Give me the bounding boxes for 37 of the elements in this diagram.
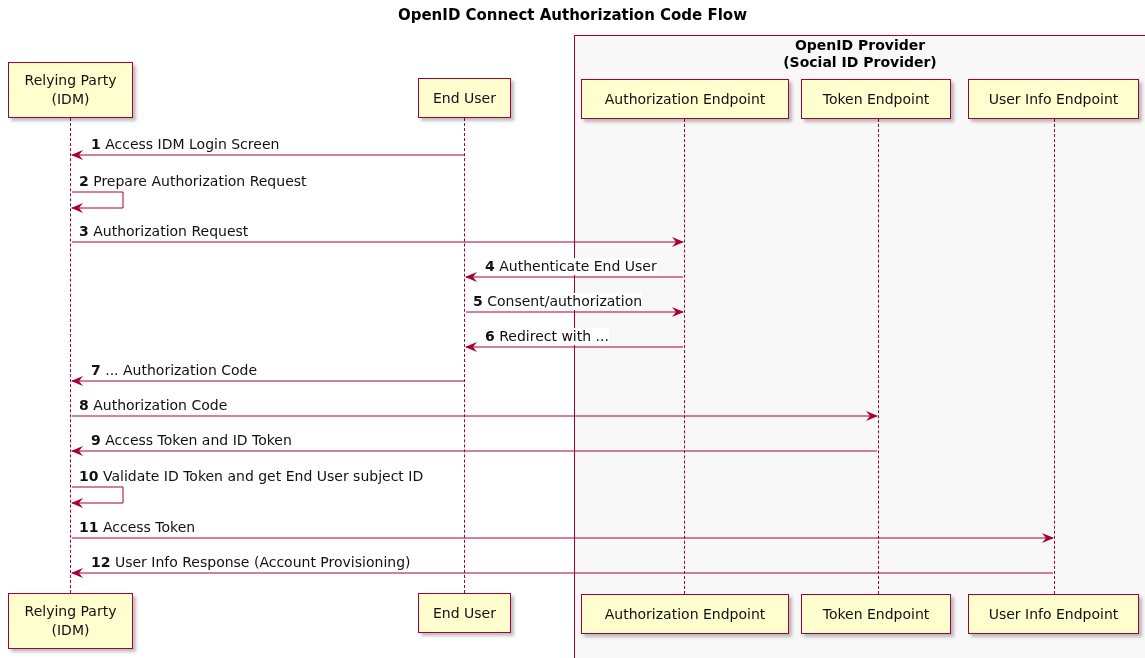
message-arrow (465, 272, 684, 282)
lifeline (70, 118, 72, 593)
lifeline (1054, 119, 1056, 594)
message-label: 5 Consent/authorization (473, 293, 643, 310)
participant-box: Authorization Endpoint (581, 79, 789, 119)
message-arrow (71, 376, 465, 386)
participant-box: Authorization Endpoint (581, 594, 789, 634)
message-arrow (71, 191, 124, 213)
group-title: OpenID Provider (Social ID Provider) (782, 37, 938, 71)
message-arrow (71, 486, 124, 508)
participant-box: Relying Party (IDM) (8, 593, 133, 649)
message-label: 6 Redirect with ... (485, 328, 609, 345)
lifeline (878, 119, 880, 594)
message-arrow (465, 307, 684, 317)
participant-box: Relying Party (IDM) (8, 62, 133, 118)
message-label: 1 Access IDM Login Screen (91, 136, 280, 153)
message-arrow (71, 533, 1054, 543)
diagram-title: OpenID Connect Authorization Code Flow (396, 6, 749, 24)
participant-box: End User (418, 593, 511, 633)
message-label: 10 Validate ID Token and get End User subject ID (79, 468, 424, 485)
message-label: 4 Authenticate End User (485, 258, 657, 275)
message-arrow (465, 342, 684, 352)
participant-box: Token Endpoint (801, 594, 951, 634)
message-label: 3 Authorization Request (79, 223, 249, 240)
lifeline (464, 118, 466, 593)
message-arrow (71, 446, 878, 456)
message-arrow (71, 411, 878, 421)
participant-box: Token Endpoint (801, 79, 951, 119)
participant-box: End User (418, 78, 511, 118)
message-arrow (71, 237, 684, 247)
message-label: 2 Prepare Authorization Request (79, 173, 307, 190)
participant-box: User Info Endpoint (968, 79, 1139, 119)
participant-box: User Info Endpoint (968, 594, 1139, 634)
message-arrow (71, 150, 465, 160)
message-arrow (71, 568, 1054, 578)
lifeline (684, 119, 686, 594)
message-label: 12 User Info Response (Account Provisioning) (91, 554, 411, 571)
